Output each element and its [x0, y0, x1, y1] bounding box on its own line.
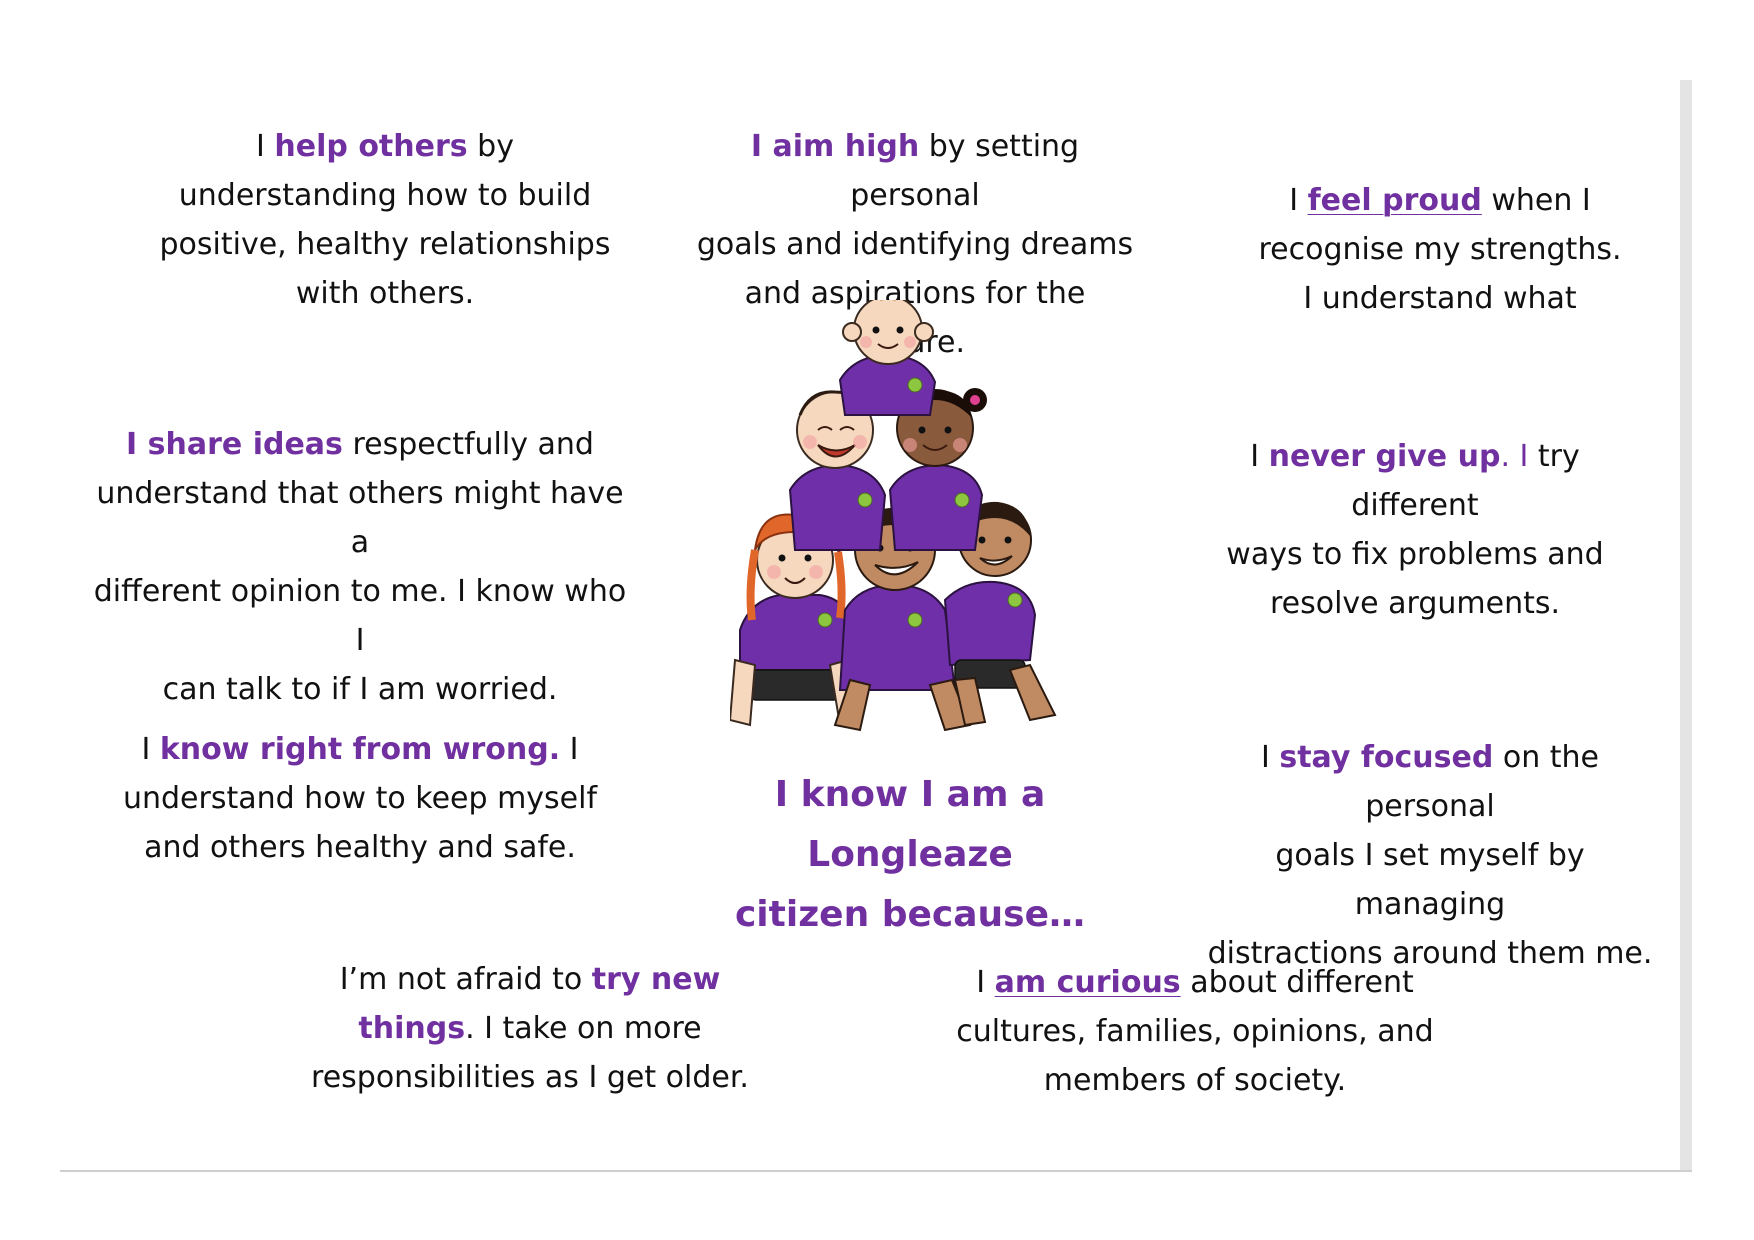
page-edge-right: [1680, 80, 1692, 1172]
child-top: [838, 300, 937, 416]
share-ideas-text: I share ideas respectfully and understan…: [93, 427, 627, 707]
children-pyramid-illustration: .shirt{fill:#6f2fa8;stroke:#2b1240;strok…: [730, 300, 1057, 732]
feel-proud-text: I feel proud when I recognise my strengt…: [1258, 183, 1622, 316]
child-bottom-right: [943, 501, 1057, 727]
curious-text: I am curious about different cultures, f…: [956, 965, 1434, 1098]
aim-high-text: I aim high by setting personal goals and…: [696, 129, 1134, 360]
try-new-text: I’m not afraid to try new things. I take…: [311, 962, 749, 1095]
page-edge-bottom: [60, 1170, 1692, 1172]
right-wrong-text: I know right from wrong. I understand ho…: [122, 732, 598, 865]
stay-focused-text: I stay focused on the personal goals I s…: [1207, 740, 1653, 971]
help-others-text: I help others by understanding how to bu…: [159, 129, 611, 311]
never-give-up-text: I never give up. I try different ways to…: [1226, 439, 1604, 621]
page-title: I know I am a Longleaze citizen because…: [734, 774, 1086, 935]
